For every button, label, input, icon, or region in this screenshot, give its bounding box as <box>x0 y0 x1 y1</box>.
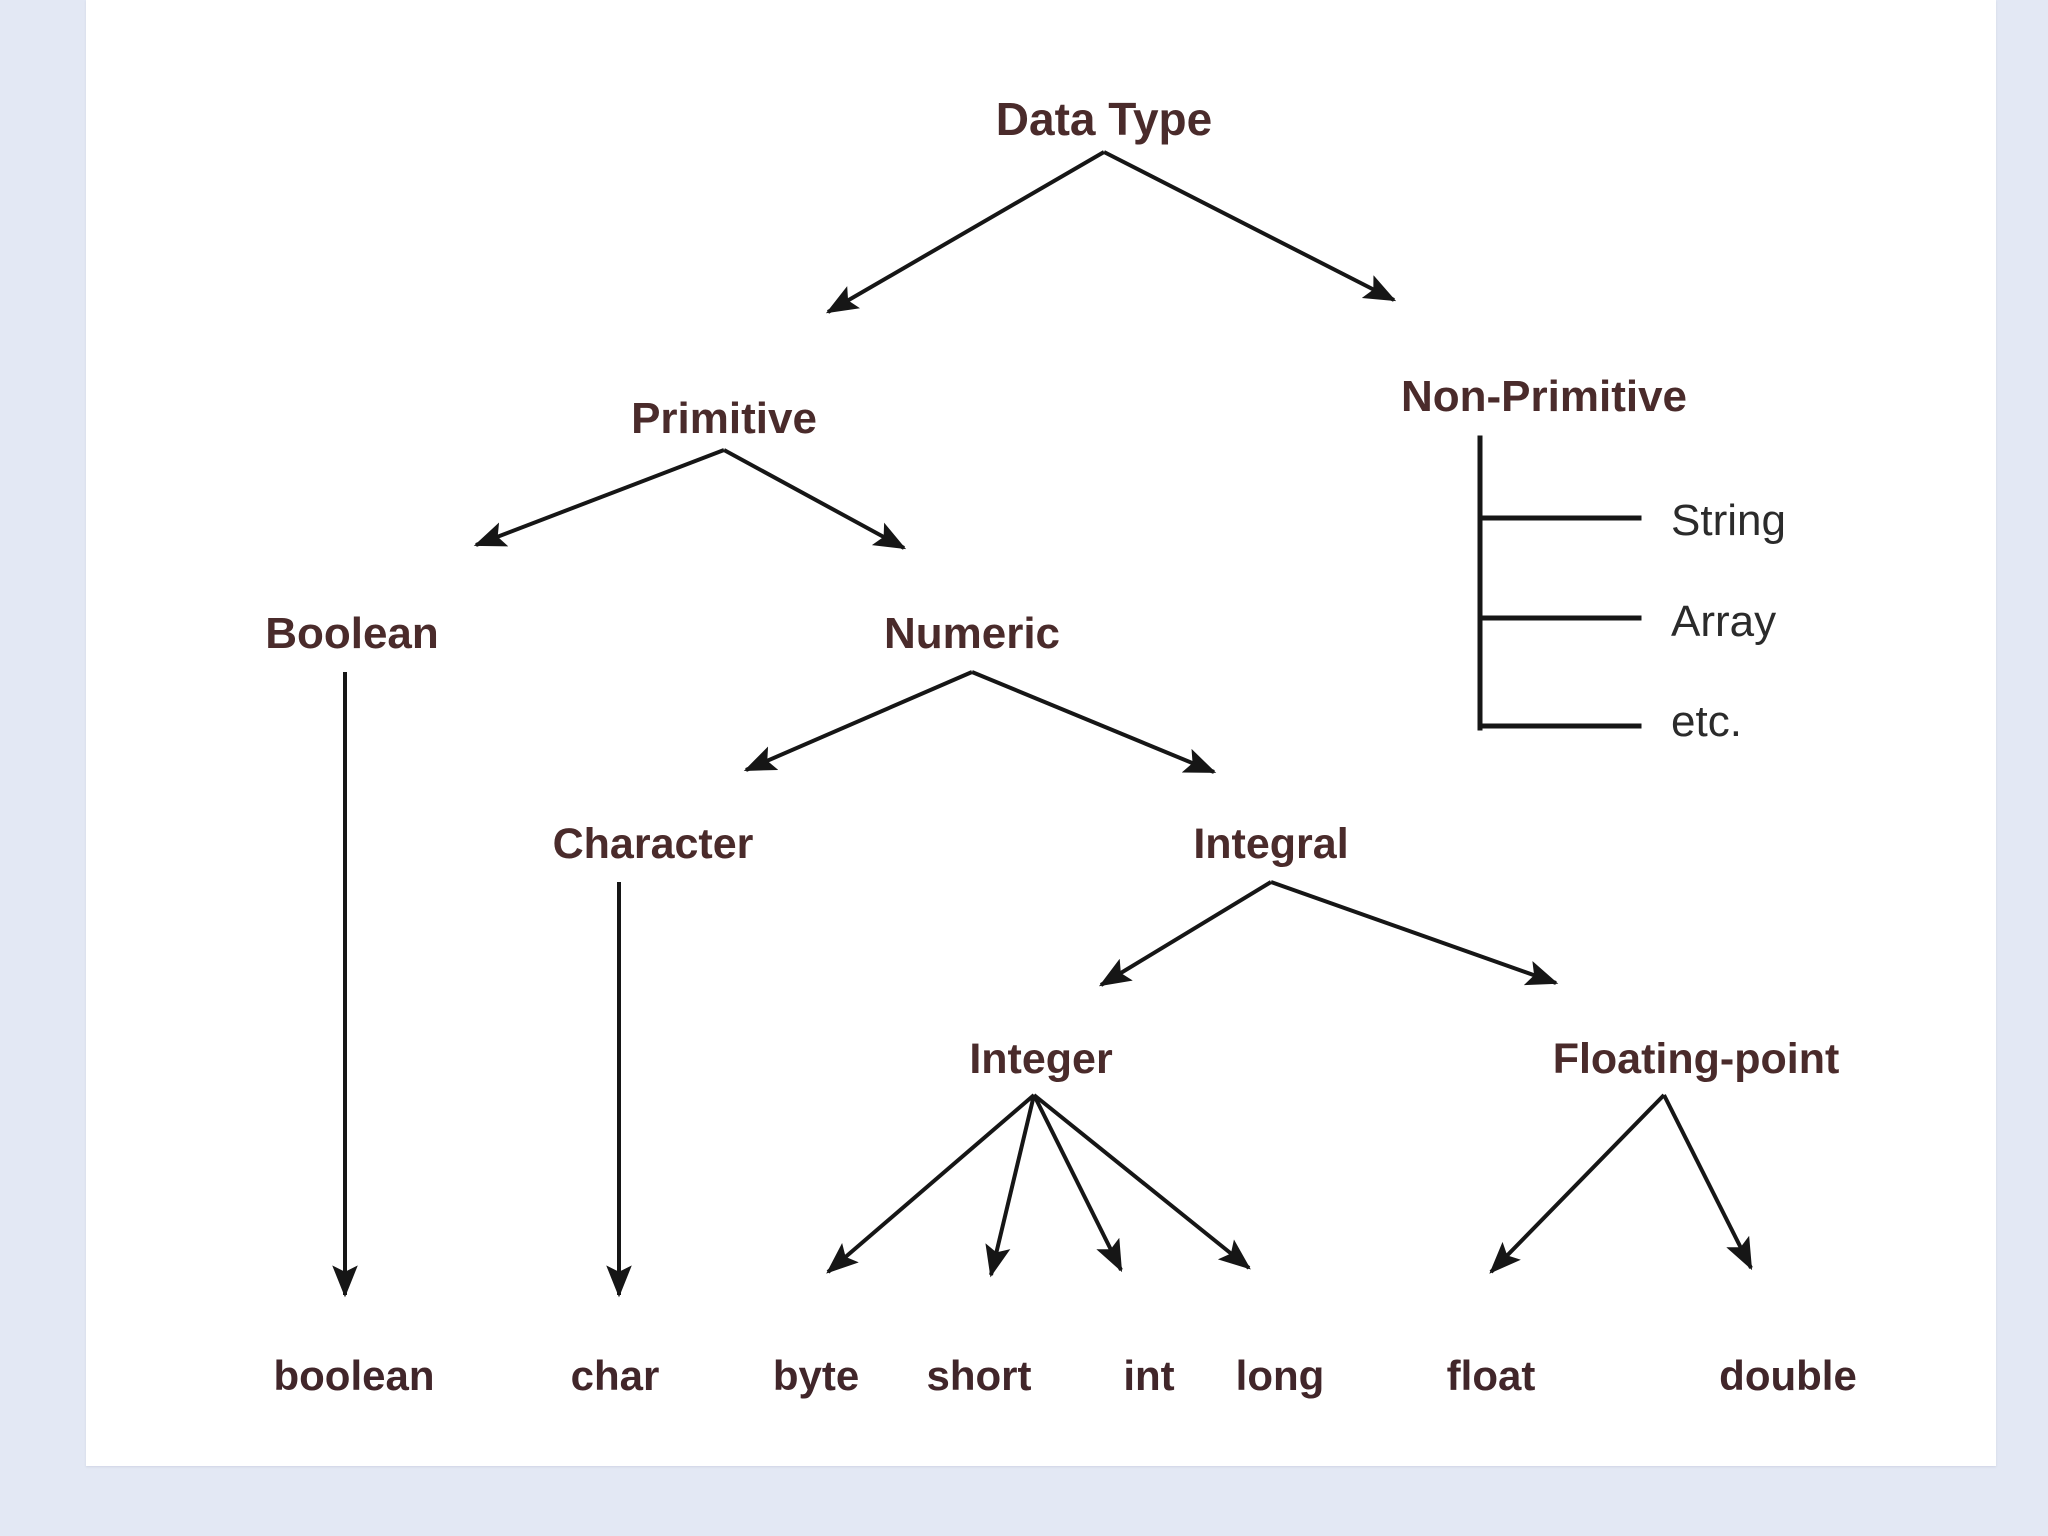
edge-datatype-primitive <box>825 150 1106 314</box>
leaf-int: int <box>1123 1352 1174 1399</box>
leaf-byte: byte <box>773 1352 859 1399</box>
node-data-type: Data Type <box>996 93 1212 145</box>
node-boolean: Boolean <box>265 609 439 658</box>
leaf-double: double <box>1719 1352 1857 1399</box>
node-string: String <box>1671 496 1786 545</box>
node-integer: Integer <box>969 1035 1113 1083</box>
edge-integral-floatingpoint <box>1270 880 1559 986</box>
diagram-panel: Data Type Primitive Non-Primitive Boolea… <box>86 0 1996 1466</box>
edge-floatingpoint-double <box>1662 1094 1753 1271</box>
node-non-primitive: Non-Primitive <box>1401 372 1687 421</box>
leaf-short: short <box>927 1352 1032 1399</box>
leaf-char: char <box>571 1352 660 1399</box>
edge-integer-byte <box>826 1093 1036 1274</box>
edge-floatingpoint-float <box>1489 1093 1666 1274</box>
node-character: Character <box>553 820 754 868</box>
node-labels-layer: Data Type Primitive Non-Primitive Boolea… <box>265 93 1839 1083</box>
non-primitive-children-layer: String Array etc. <box>1671 496 1786 746</box>
leaf-float: float <box>1447 1352 1536 1399</box>
edge-numeric-integral <box>971 670 1217 774</box>
leaf-boolean: boolean <box>273 1352 434 1399</box>
data-type-tree-diagram: Data Type Primitive Non-Primitive Boolea… <box>265 93 1857 1399</box>
leaf-long: long <box>1236 1352 1325 1399</box>
edge-integral-integer <box>1098 880 1273 987</box>
edge-integer-int <box>1032 1094 1123 1273</box>
edges-layer <box>332 150 1753 1298</box>
node-array: Array <box>1671 597 1776 646</box>
leaf-labels-layer: boolean char byte short int long float d… <box>273 1352 1856 1399</box>
edge-numeric-character <box>743 670 973 772</box>
node-floating-point: Floating-point <box>1553 1035 1840 1083</box>
edge-datatype-nonprimitive <box>1103 150 1397 302</box>
edge-primitive-numeric <box>723 448 907 550</box>
edge-integer-long <box>1032 1093 1251 1270</box>
node-primitive: Primitive <box>631 394 817 443</box>
non-primitive-bracket <box>1477 435 1642 731</box>
node-integral: Integral <box>1193 820 1348 868</box>
edge-integer-short <box>985 1094 1036 1278</box>
node-numeric: Numeric <box>884 609 1060 658</box>
edge-primitive-boolean <box>473 448 725 547</box>
node-etc: etc. <box>1671 697 1742 746</box>
